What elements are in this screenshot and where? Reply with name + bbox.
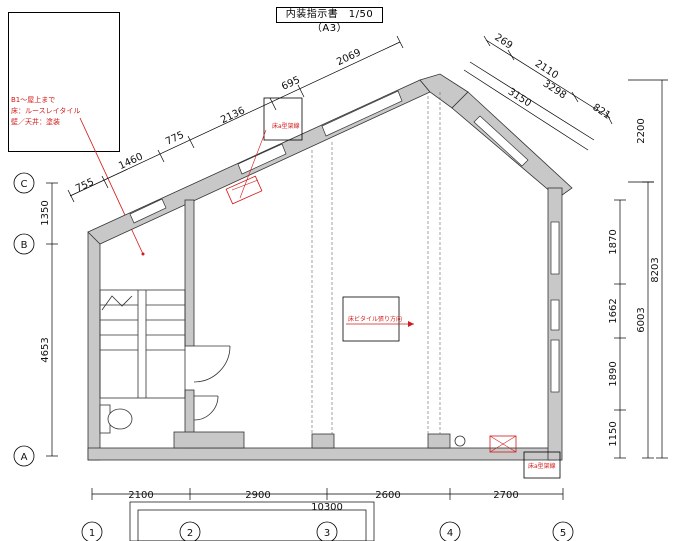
bottom-dimensions	[91, 488, 564, 541]
slope-right-labels: 269 2110 3298 821 3150	[492, 32, 612, 122]
toilet	[99, 404, 133, 434]
row-b-label: B	[21, 240, 28, 251]
col-markers: 1 2 3 4 5	[81, 521, 574, 541]
drain-icon	[454, 435, 466, 447]
dim-left-2: 4653	[40, 337, 51, 362]
dim-right-mid: 6003	[636, 307, 647, 332]
svg-text:2069: 2069	[335, 47, 363, 68]
note-line-3: 壁／天井：塗装	[11, 118, 60, 126]
finish-note-box: B1～屋上まで 床：ルースレイタイル 壁／天井：塗装	[8, 12, 120, 152]
column-lines	[311, 92, 441, 434]
dim-bottom-1: 2100	[128, 490, 153, 501]
svg-text:1: 1	[89, 528, 95, 539]
tile-direction-label: 床ビタイル張り方向	[348, 315, 402, 323]
note-line-1: B1～屋上まで	[11, 96, 56, 104]
wall-stub	[173, 431, 245, 449]
svg-text:4: 4	[447, 528, 453, 539]
right-dimensions	[614, 79, 668, 459]
dim-right-seg-1: 1870	[608, 229, 619, 254]
wall-mark-a: 床a型架線	[225, 97, 303, 205]
svg-text:775: 775	[164, 130, 186, 148]
pillar-4	[427, 433, 451, 449]
dim-right-seg-3: 1890	[608, 361, 619, 386]
svg-text:5: 5	[560, 528, 566, 539]
svg-text:3298: 3298	[541, 78, 568, 101]
svg-text:2: 2	[187, 528, 193, 539]
dim-right-seg-4: 1150	[608, 421, 619, 446]
note-leader-line	[79, 117, 144, 255]
note-line-2: 床：ルースレイタイル	[11, 107, 81, 115]
partition-wall	[184, 199, 195, 347]
dim-left-1: 1350	[40, 200, 51, 225]
left-dimensions	[46, 182, 58, 457]
dim-right-upper: 2200	[636, 118, 647, 143]
slope-left-dimensions	[67, 35, 404, 203]
row-c-label: C	[21, 179, 28, 190]
dim-bottom-4: 2700	[493, 490, 518, 501]
staircase	[99, 289, 186, 399]
tile-direction-box: 床ビタイル張り方向	[342, 296, 414, 342]
wall-mark-b: 床a型架線	[489, 435, 561, 479]
dim-right-seg-2: 1662	[608, 298, 619, 323]
svg-text:1460: 1460	[117, 151, 145, 172]
row-a-label: A	[21, 452, 28, 463]
slope-right-dimensions	[463, 35, 613, 151]
row-markers: C B A	[13, 172, 35, 467]
dim-bottom-3: 2600	[375, 490, 400, 501]
left-wall	[87, 231, 101, 461]
svg-text:755: 755	[74, 177, 96, 195]
dim-bottom-total: 10300	[311, 502, 343, 513]
svg-text:床a型架線: 床a型架線	[528, 462, 556, 470]
svg-text:269: 269	[492, 32, 514, 52]
windows	[129, 90, 560, 393]
note-leader-dot	[141, 252, 145, 256]
svg-text:695: 695	[280, 75, 302, 93]
svg-text:3: 3	[324, 528, 330, 539]
svg-text:2136: 2136	[219, 105, 247, 126]
door	[193, 345, 231, 421]
dim-bottom-2: 2900	[245, 490, 270, 501]
drawing-title: 内装指示書 1/50（A3）	[276, 7, 383, 34]
svg-text:床a型架線: 床a型架線	[272, 122, 300, 130]
finish-note-text: B1～屋上まで 床：ルースレイタイル 壁／天井：塗装	[11, 95, 80, 128]
pillar-3	[311, 433, 335, 449]
dim-right-outer: 8203	[650, 257, 661, 282]
bottom-wall	[87, 447, 557, 461]
